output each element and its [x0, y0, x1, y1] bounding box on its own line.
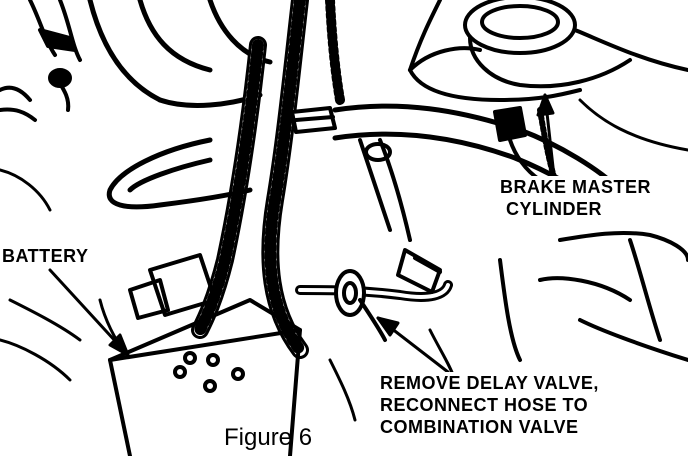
instruction-line-2: RECONNECT HOSE TO [380, 395, 589, 415]
lower-loop-hose [106, 137, 253, 210]
instruction-line-1: REMOVE DELAY VALVE, [380, 373, 599, 393]
instruction-line-3: COMBINATION VALVE [380, 417, 579, 437]
right-bracket [498, 230, 688, 362]
battery-pointer-arrow [48, 268, 130, 357]
corrugated-loom [191, 0, 345, 359]
instruction-pointer-arrow [376, 316, 450, 374]
brake-label-line-2: CYLINDER [506, 199, 603, 219]
upper-left-bracket [0, 0, 82, 122]
battery-label: BATTERY [0, 245, 91, 267]
brake-master-cylinder [408, 0, 688, 183]
hose-clamp [290, 106, 337, 134]
instruction-label: REMOVE DELAY VALVE, RECONNECT HOSE TO CO… [378, 372, 601, 438]
battery [98, 253, 302, 458]
brake-master-cylinder-label: BRAKE MASTER CYLINDER [498, 176, 654, 220]
brake-pointer-arrow [536, 93, 557, 187]
upper-hose [87, 0, 273, 108]
brake-label-line-1: BRAKE MASTER [500, 177, 652, 197]
delay-valve [295, 138, 453, 342]
figure-caption: Figure 6 [224, 424, 313, 451]
